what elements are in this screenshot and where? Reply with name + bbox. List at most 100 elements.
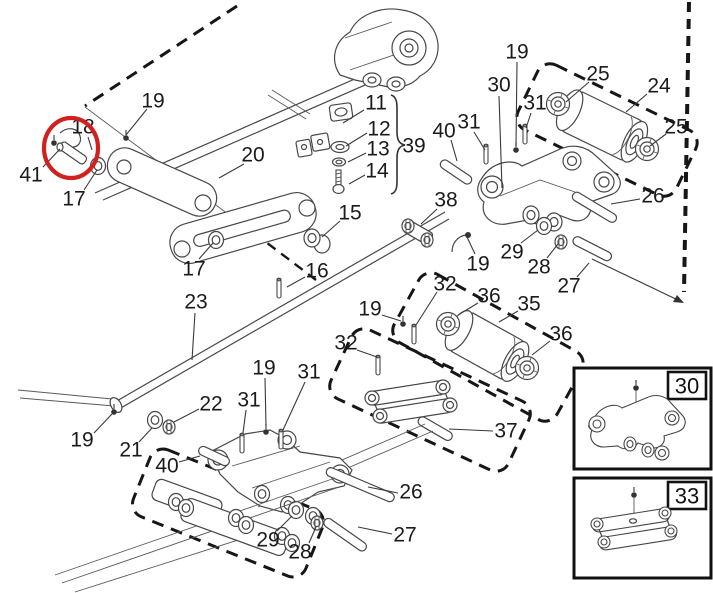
leader-line-32 <box>356 349 378 358</box>
part-label-32: 32 <box>334 332 357 355</box>
leader-line-17 <box>198 242 214 260</box>
leader-line-26 <box>610 198 641 205</box>
part-label-12: 12 <box>367 118 390 141</box>
group-outline-roller35 <box>391 271 585 423</box>
rod-40-upper <box>439 159 473 185</box>
leader-line-36 <box>457 302 479 316</box>
leader-line-16 <box>286 276 306 288</box>
part-label-19: 19 <box>252 357 275 380</box>
leader-line-27 <box>357 526 393 535</box>
leader-line-19 <box>515 61 518 147</box>
bearing-25-left <box>545 91 571 117</box>
part-label-31: 31 <box>523 92 546 115</box>
link-arms-group <box>364 315 458 442</box>
inset-box-33: 33 <box>572 476 713 580</box>
group-outline-links37 <box>328 327 532 473</box>
part-label-36: 36 <box>477 285 500 308</box>
part-label-29: 29 <box>500 241 523 264</box>
part-label-25: 25 <box>586 63 609 86</box>
part-label-19: 19 <box>466 253 489 276</box>
nut-28-upper <box>554 234 568 250</box>
leader-line-12 <box>345 132 368 147</box>
grease-fitting-41 <box>50 134 58 147</box>
leader-line-25 <box>649 133 667 147</box>
leader-line-26 <box>367 486 399 494</box>
brace-39 <box>390 94 406 195</box>
leader-line-32 <box>415 291 438 326</box>
leader-line-14 <box>348 174 366 185</box>
pin-32-left <box>375 354 381 376</box>
bushing-21 <box>146 410 164 430</box>
leader-line-31 <box>282 381 306 431</box>
inset-33-number: 33 <box>675 484 699 509</box>
leader-line-19 <box>93 413 113 434</box>
part-label-36: 36 <box>549 323 572 346</box>
rod-23-group <box>17 211 471 435</box>
labels-layer: 1918411720171516111213143919303131402524… <box>19 41 687 564</box>
bracket-20-assembly <box>89 129 331 299</box>
leader-line-25 <box>565 81 590 103</box>
leader-line-31 <box>525 112 532 129</box>
leader-line-22 <box>173 408 200 423</box>
part-label-11: 11 <box>365 92 387 115</box>
bearing-25-right <box>634 136 660 162</box>
right-break-line <box>682 1 691 293</box>
leader-line-27 <box>576 262 590 278</box>
grease-fitting-19d <box>465 232 471 238</box>
part-label-41: 41 <box>19 164 42 187</box>
part-label-29: 29 <box>256 529 279 552</box>
part-label-30: 30 <box>487 74 510 97</box>
part-label-38: 38 <box>434 189 457 212</box>
inset-30-number: 30 <box>675 374 699 399</box>
part-label-27: 27 <box>393 524 416 547</box>
leader-line-19 <box>466 236 476 255</box>
part-label-28: 28 <box>288 541 311 564</box>
leader-line-28 <box>308 526 317 544</box>
rod-40-lower <box>198 445 230 467</box>
pin-32-right <box>411 323 417 345</box>
leader-line-28 <box>546 243 559 259</box>
continuation-arrow <box>591 258 684 303</box>
part-label-31: 31 <box>457 111 480 134</box>
nut-22 <box>162 419 176 435</box>
leader-line-31 <box>242 409 247 434</box>
leader-line-40 <box>450 139 458 162</box>
part-label-23: 23 <box>184 291 207 314</box>
leader-line-19 <box>125 108 148 136</box>
part-label-39: 39 <box>402 135 425 158</box>
part-label-32: 32 <box>433 273 456 296</box>
part-label-40: 40 <box>432 120 455 143</box>
bushing-15 <box>303 228 331 254</box>
part-label-26: 26 <box>641 185 664 208</box>
part-label-40: 40 <box>155 455 178 478</box>
leader-line-20 <box>218 163 245 179</box>
leader-line-21 <box>138 427 153 443</box>
part-label-18: 18 <box>71 116 94 139</box>
leader-line-17 <box>83 169 98 191</box>
part-label-22: 22 <box>199 393 222 416</box>
leader-line-36 <box>531 340 551 356</box>
leader-line-30 <box>498 95 503 189</box>
pin-31-right <box>278 428 284 450</box>
part-label-35: 35 <box>517 293 540 316</box>
rod-26-upper <box>571 191 618 223</box>
leader-line-19 <box>381 314 402 322</box>
group-outline-tbar <box>131 447 325 579</box>
part-label-27: 27 <box>557 275 580 298</box>
bolt-14 <box>332 169 345 195</box>
part-label-15: 15 <box>338 202 361 225</box>
part-label-14: 14 <box>365 160 389 183</box>
part-label-24: 24 <box>647 75 671 98</box>
rod-37 <box>417 416 453 442</box>
grease-fitting-19a <box>122 129 130 142</box>
rod-27-lower <box>323 517 368 552</box>
leader-line-15 <box>321 220 341 238</box>
slider-38 <box>401 218 434 248</box>
bearing-36-right <box>514 355 540 381</box>
leader-line-11 <box>342 109 365 124</box>
leader-line-40 <box>178 455 201 463</box>
roller-24-group <box>545 89 660 163</box>
pin-31-left <box>239 432 245 454</box>
